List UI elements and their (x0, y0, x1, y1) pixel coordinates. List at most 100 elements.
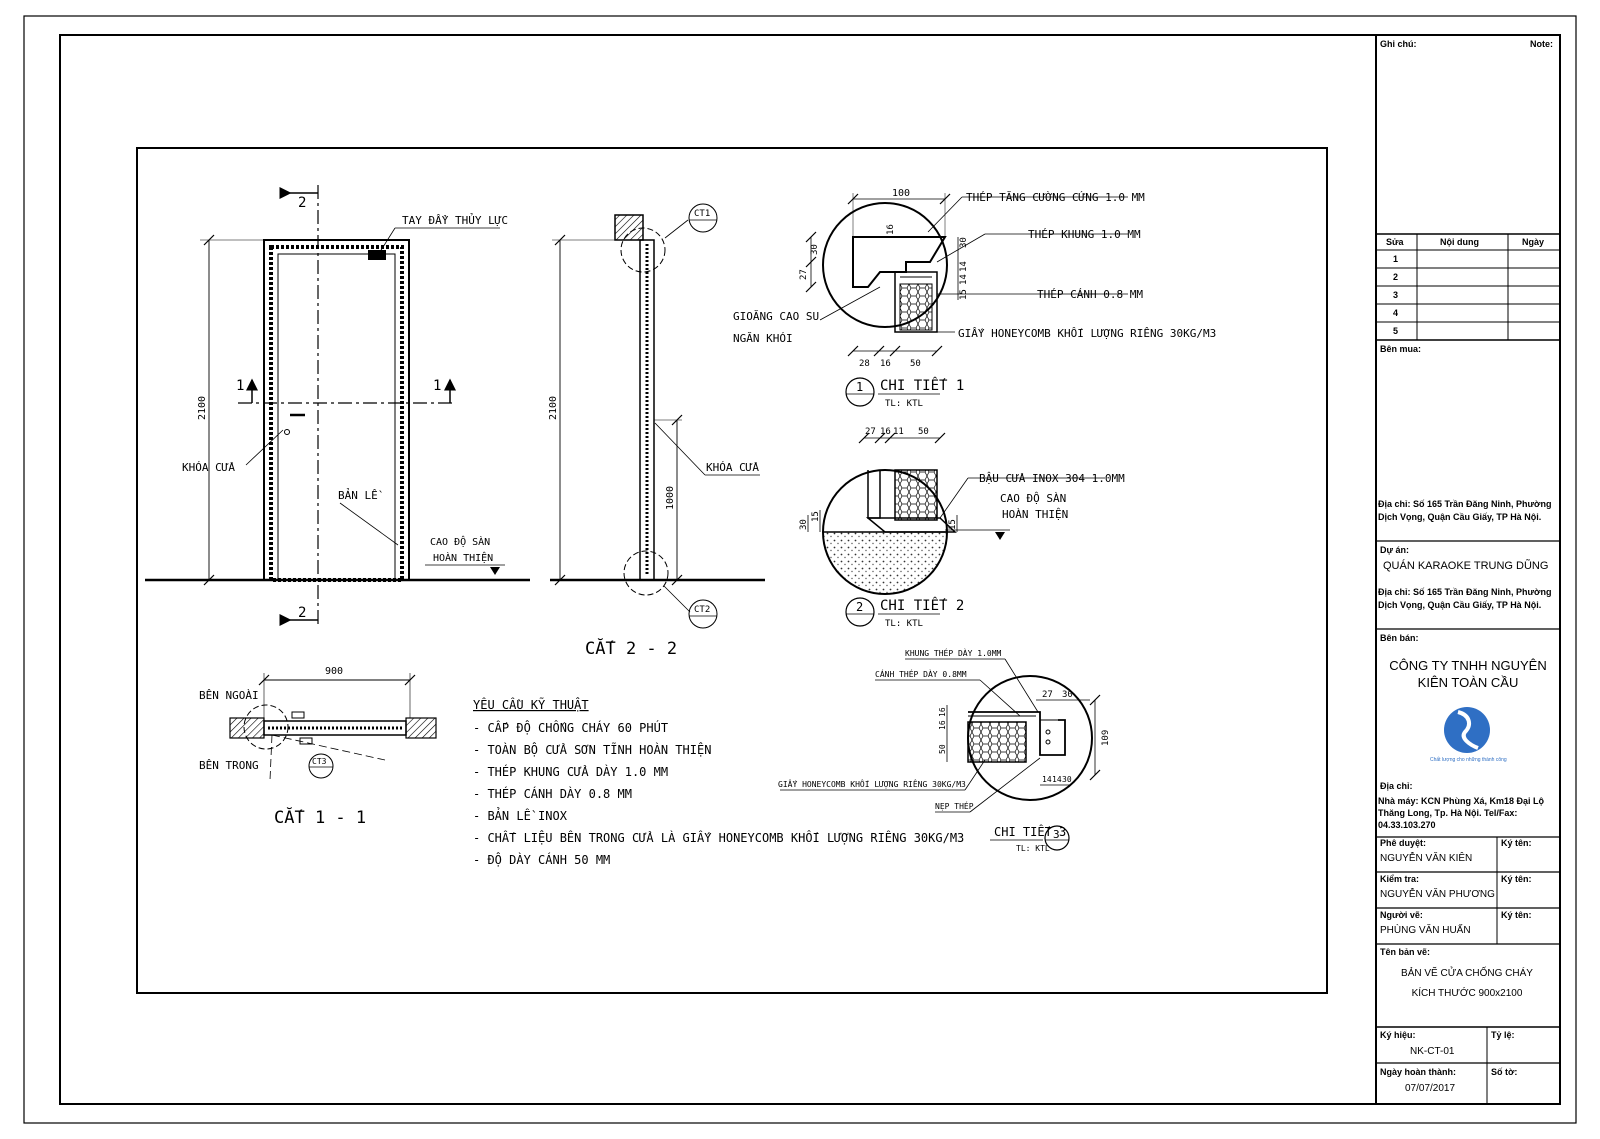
d3-dim-bottom-2: 30 (1062, 775, 1072, 784)
d1-title: CHI TIẾT 1 (880, 376, 964, 394)
code-label: Ký hiệu: (1380, 1030, 1416, 1040)
seller-name: CÔNG TY TNHH NGUYÊN KIÊN TOÀN CẦU (1389, 658, 1547, 690)
elev-section-num-top: 2 (298, 195, 306, 211)
company-logo (1444, 707, 1490, 753)
elev-label-closer: TAY ĐẨY THỦY LỰC (402, 213, 508, 227)
d2-dim-top-1: 16 (880, 427, 891, 437)
d2-dim-top-2: 11 (893, 427, 904, 437)
d3-dim-bottom-0: 14 (1042, 775, 1052, 784)
seller-label: Bên bán: (1380, 633, 1419, 643)
elev-section-num-bottom: 2 (298, 605, 306, 621)
elev-label-lock: KHÓA CỬA (182, 461, 235, 474)
d3-title: CHI TIẾT 3 (994, 824, 1066, 839)
d1-label-2: THÉP CÁNH 0.8 MM (1037, 288, 1143, 301)
rev-head-sua: Sửa (1386, 237, 1404, 247)
d3-dim-left-1: 16 (938, 720, 947, 730)
d3-label-0: KHUNG THÉP DÀY 1.0MM (905, 647, 1002, 658)
d3-dim-left-0: 16 (938, 707, 947, 717)
s22-label-lock: KHÓA CỬA (706, 461, 759, 474)
viewport-frame (136, 147, 1328, 994)
req-item-2: - THÉP KHUNG CỬA DÀY 1.0 MM (473, 764, 668, 779)
d2-dim-left-1: 15 (811, 511, 821, 522)
d1-dim-right-2: 14 (959, 274, 969, 285)
d1-dim-right-3: 14 (959, 261, 969, 272)
approve-label: Phê duyệt: (1380, 838, 1427, 848)
note-label: Ghi chú: (1380, 39, 1417, 49)
elev-mark-right: 1 (433, 378, 441, 394)
detail-3: 3 CHI TIẾT 3 TL: KTL KHUNG THÉP DÀY 1.0M… (778, 647, 1111, 853)
elev-label-hinge: BẢN LỀ (338, 488, 383, 502)
d1-dim-bottom-1: 16 (880, 359, 891, 369)
req-item-0: - CẤP ĐỘ CHỐNG CHÁY 60 PHÚT (473, 720, 668, 735)
draw-sign-label: Ký tên: (1501, 910, 1532, 920)
d2-dim-right: 15 (948, 519, 958, 530)
d1-dim-right-1: 15 (959, 289, 969, 300)
rev-row-2: 2 (1393, 272, 1399, 282)
check-label: Kiểm tra: (1380, 874, 1420, 884)
d3-scale: TL: KTL (1016, 844, 1050, 853)
req-item-3: - THÉP CÁNH DÀY 0.8 MM (473, 786, 632, 801)
check-name: NGUYỄN VĂN PHƯƠNG (1380, 889, 1495, 900)
section-2-2: CẮT 2 - 2 2100 1000 KHÓA CỬA CT1 CT2 (548, 203, 765, 659)
rev-row-3: 3 (1393, 290, 1399, 300)
approve-name: NGUYỄN VĂN KIÊN (1380, 853, 1473, 864)
d2-dim-top-0: 27 (865, 427, 876, 437)
elev-label-floor-2: HOÀN THIỆN (433, 551, 493, 564)
s22-dim-lock: 1000 (665, 486, 676, 510)
elev-label-floor-1: CAO ĐỘ SÀN (430, 535, 490, 548)
outer-border (23, 15, 1577, 1124)
s11-label-outside: BÊN NGOÀI (199, 689, 259, 702)
d1-dim-30: 30 (810, 244, 820, 255)
technical-requirements: YÊU CẦU KỸ THUẬT - CẤP ĐỘ CHỐNG CHÁY 60 … (473, 697, 964, 867)
drawing-code: NK-CT-01 (1410, 1046, 1455, 1057)
date-label: Ngày hoàn thành: (1380, 1067, 1456, 1077)
d2-label-floor-1: CAO ĐỘ SÀN (1000, 492, 1066, 505)
inner-border (59, 34, 1561, 1105)
project-name: QUÁN KARAOKE TRUNG DŨNG (1383, 560, 1549, 572)
d1-dim-top: 100 (892, 188, 910, 199)
d2-scale: TL: KTL (885, 619, 923, 629)
title-block-grid (1375, 35, 1560, 1104)
rev-row-4: 4 (1393, 308, 1399, 318)
d3-dim-top-1: 30 (1062, 690, 1073, 700)
drawing-name: BẢN VẼ CỬA CHỐNG CHÁY KÍCH THƯỚC 900x210… (1401, 968, 1533, 999)
d1-dim-bottom-2: 50 (910, 359, 921, 369)
d1-dim-27: 27 (799, 269, 809, 280)
s22-title: CẮT 2 - 2 (585, 637, 677, 659)
d3-label-2: GIẤY HONEYCOMB KHỐI LƯỢNG RIÊNG 30KG/M3 (778, 778, 966, 789)
s11-tag-ct3: CT3 (312, 757, 327, 766)
d1-label-gasket-2: NGĂN KHÓI (733, 332, 793, 345)
scale-label: Tỷ lệ: (1491, 1030, 1515, 1040)
d2-label-floor-2: HOÀN THIỆN (1002, 508, 1068, 521)
seller-address-label: Địa chỉ: (1380, 781, 1413, 791)
d1-label-gasket-1: GIOĂNG CAO SU (733, 310, 819, 323)
d3-label-1: CÁNH THÉP DÀY 0.8MM (875, 668, 967, 679)
sheet-label: Số tờ: (1491, 1067, 1518, 1077)
elev-dim-height: 2100 (197, 396, 208, 420)
d2-number: 2 (856, 600, 863, 614)
rev-row-5: 5 (1393, 326, 1399, 336)
d1-scale: TL: KTL (885, 399, 923, 409)
section-1-1: CẮT 1 - 1 900 BÊN NGOÀI BÊN TRONG CT3 (199, 666, 437, 828)
s11-title: CẮT 1 - 1 (274, 806, 366, 828)
d3-label-3: NẸP THÉP (935, 800, 974, 811)
s11-label-inside: BÊN TRONG (199, 759, 259, 772)
d2-dim-left-0: 30 (799, 519, 809, 530)
note-label-en: Note: (1530, 39, 1553, 49)
d3-dim-top-0: 27 (1042, 690, 1053, 700)
approve-sign-label: Ký tên: (1501, 838, 1532, 848)
rev-row-1: 1 (1393, 254, 1399, 264)
s11-dim-width: 900 (325, 666, 343, 677)
s22-tag-ct1: CT1 (694, 209, 710, 219)
elev-mark-left: 1 (236, 378, 244, 394)
draw-label: Người vẽ: (1380, 910, 1423, 920)
req-title: YÊU CẦU KỸ THUẬT (473, 697, 589, 712)
d1-label-1: THÉP KHUNG 1.0 MM (1028, 228, 1141, 241)
drawing-name-label: Tên bản vẽ: (1380, 947, 1431, 957)
d1-label-0: THÉP TĂNG CƯỜNG CỨNG 1.0 MM (966, 191, 1145, 204)
rev-head-content: Nội dung (1440, 237, 1479, 247)
d3-dim-bottom-1: 14 (1052, 775, 1062, 784)
d1-label-3: GIẤY HONEYCOMB KHỐI LƯỢNG RIÊNG 30KG/M3 (958, 327, 1216, 340)
completion-date: 07/07/2017 (1405, 1083, 1456, 1094)
d3-dim-right: 109 (1101, 730, 1111, 746)
